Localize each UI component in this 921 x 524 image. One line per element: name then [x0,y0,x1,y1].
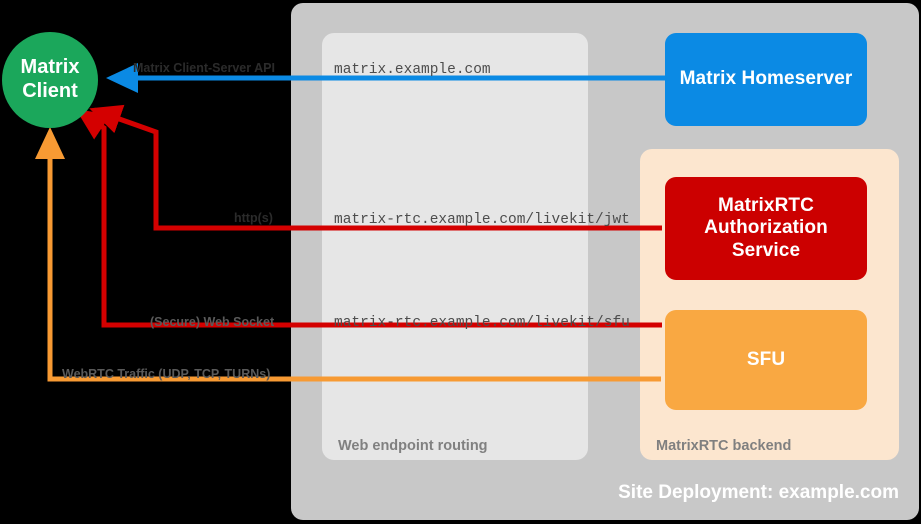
node-matrix-homeserver[interactable] [665,33,867,126]
node-sfu[interactable] [665,310,867,410]
edge-livekit-sfu [75,109,662,328]
edge-label-http-s: http(s) [234,211,273,225]
edge-label-client-server-api: Matrix Client-Server API [133,61,275,75]
edge-webrtc-traffic [35,127,661,382]
edge-label-webrtc-traffic: WebRTC Traffic (UDP, TCP, TURNs) [62,367,271,381]
edge-label-secure-web-socket: (Secure) Web Socket [150,315,275,329]
edge-endpoint-livekit-jwt: matrix-rtc.example.com/livekit/jwt [334,212,630,228]
matrixrtc-backend-caption: MatrixRTC backend [656,438,792,454]
edge-endpoint-matrix-example-com: matrix.example.com [334,62,491,78]
edge-endpoint-livekit-sfu: matrix-rtc.example.com/livekit/sfu [334,315,630,331]
node-matrix-client[interactable] [2,32,98,128]
node-matrixrtc-authorization-service[interactable] [665,177,867,280]
container-web-endpoint-routing [322,33,588,460]
edge-livekit-jwt [89,104,662,231]
site-deployment-caption: Site Deployment: example.com [618,482,899,503]
web-endpoint-routing-caption: Web endpoint routing [338,438,488,454]
